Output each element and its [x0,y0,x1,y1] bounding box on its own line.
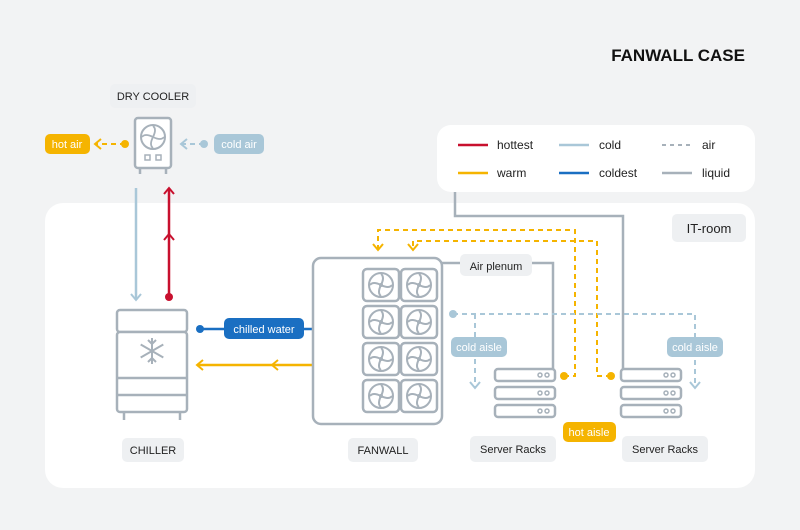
it-room-label: IT-room [687,221,732,236]
legend-air: air [702,138,715,152]
air-plenum-label: Air plenum [470,261,523,273]
legend-warm: warm [496,166,526,180]
hot-aisle-label: hot aisle [569,427,610,439]
hot-air-label: hot air [52,139,83,151]
legend-cold: cold [599,138,621,152]
server-rack-right [619,367,683,419]
chilled-water-label: chilled water [233,324,294,336]
chiller [115,308,189,420]
server-racks-left-label: Server Racks [480,444,547,456]
cold-air-label: cold air [221,139,257,151]
server-rack-left [493,367,557,419]
dry-cooler-label: DRY COOLER [117,91,189,103]
cold-aisle-right-label: cold aisle [672,342,718,354]
legend-liquid: liquid [702,166,730,180]
fanwall [311,256,444,426]
dry-cooler [133,116,173,174]
fanwall-label: FANWALL [358,445,409,457]
legend-hottest: hottest [497,138,534,152]
legend-box [437,125,755,192]
page-title: FANWALL CASE [611,46,745,65]
chiller-label: CHILLER [130,445,177,457]
cold-aisle-left-label: cold aisle [456,342,502,354]
snowflake-icon [140,338,164,364]
server-racks-right-label: Server Racks [632,444,699,456]
legend-coldest: coldest [599,166,638,180]
